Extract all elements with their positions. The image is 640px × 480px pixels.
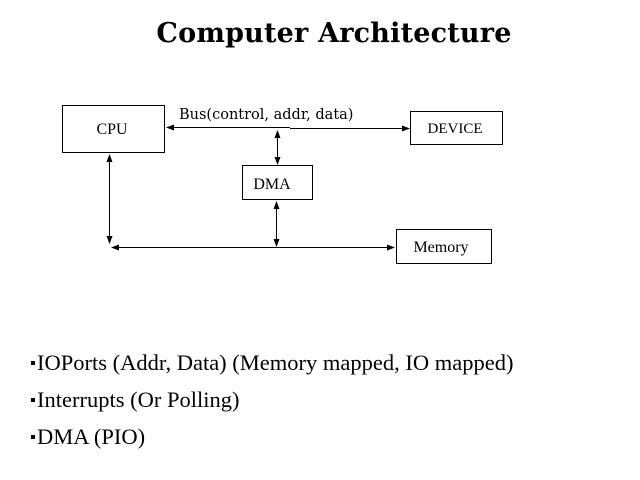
dma-node: DMA (242, 165, 313, 200)
cpu-box (62, 105, 165, 153)
bus-connector (166, 124, 410, 132)
dma-label: DMA (253, 176, 291, 193)
bullet-item: Interrupts (Or Polling) (31, 381, 513, 418)
bullet-text: IOPorts (Addr, Data) (Memory mapped, IO … (37, 350, 514, 375)
device-box (410, 111, 503, 145)
device-label: DEVICE (428, 121, 483, 137)
bullet-item: IOPorts (Addr, Data) (Memory mapped, IO … (31, 344, 513, 381)
bullet-list: IOPorts (Addr, Data) (Memory mapped, IO … (31, 344, 513, 455)
device-node: DEVICE (410, 111, 503, 145)
memory-node: Memory (396, 229, 492, 264)
bullet-item: DMA (PIO) (31, 418, 513, 455)
slide-title: Computer Architecture (156, 18, 512, 49)
bullet-icon (31, 434, 35, 439)
memory-label: Memory (413, 239, 468, 256)
bullet-icon (31, 397, 35, 402)
bullet-icon (31, 360, 35, 365)
cpu-node: CPU (62, 105, 165, 153)
bullet-text: Interrupts (Or Polling) (37, 387, 240, 412)
cpu-label: CPU (96, 121, 128, 138)
bus-label: Bus(control, addr, data) (179, 107, 353, 123)
dma-box (242, 165, 313, 200)
bullet-text: DMA (PIO) (37, 424, 146, 449)
memory-box (396, 229, 492, 264)
